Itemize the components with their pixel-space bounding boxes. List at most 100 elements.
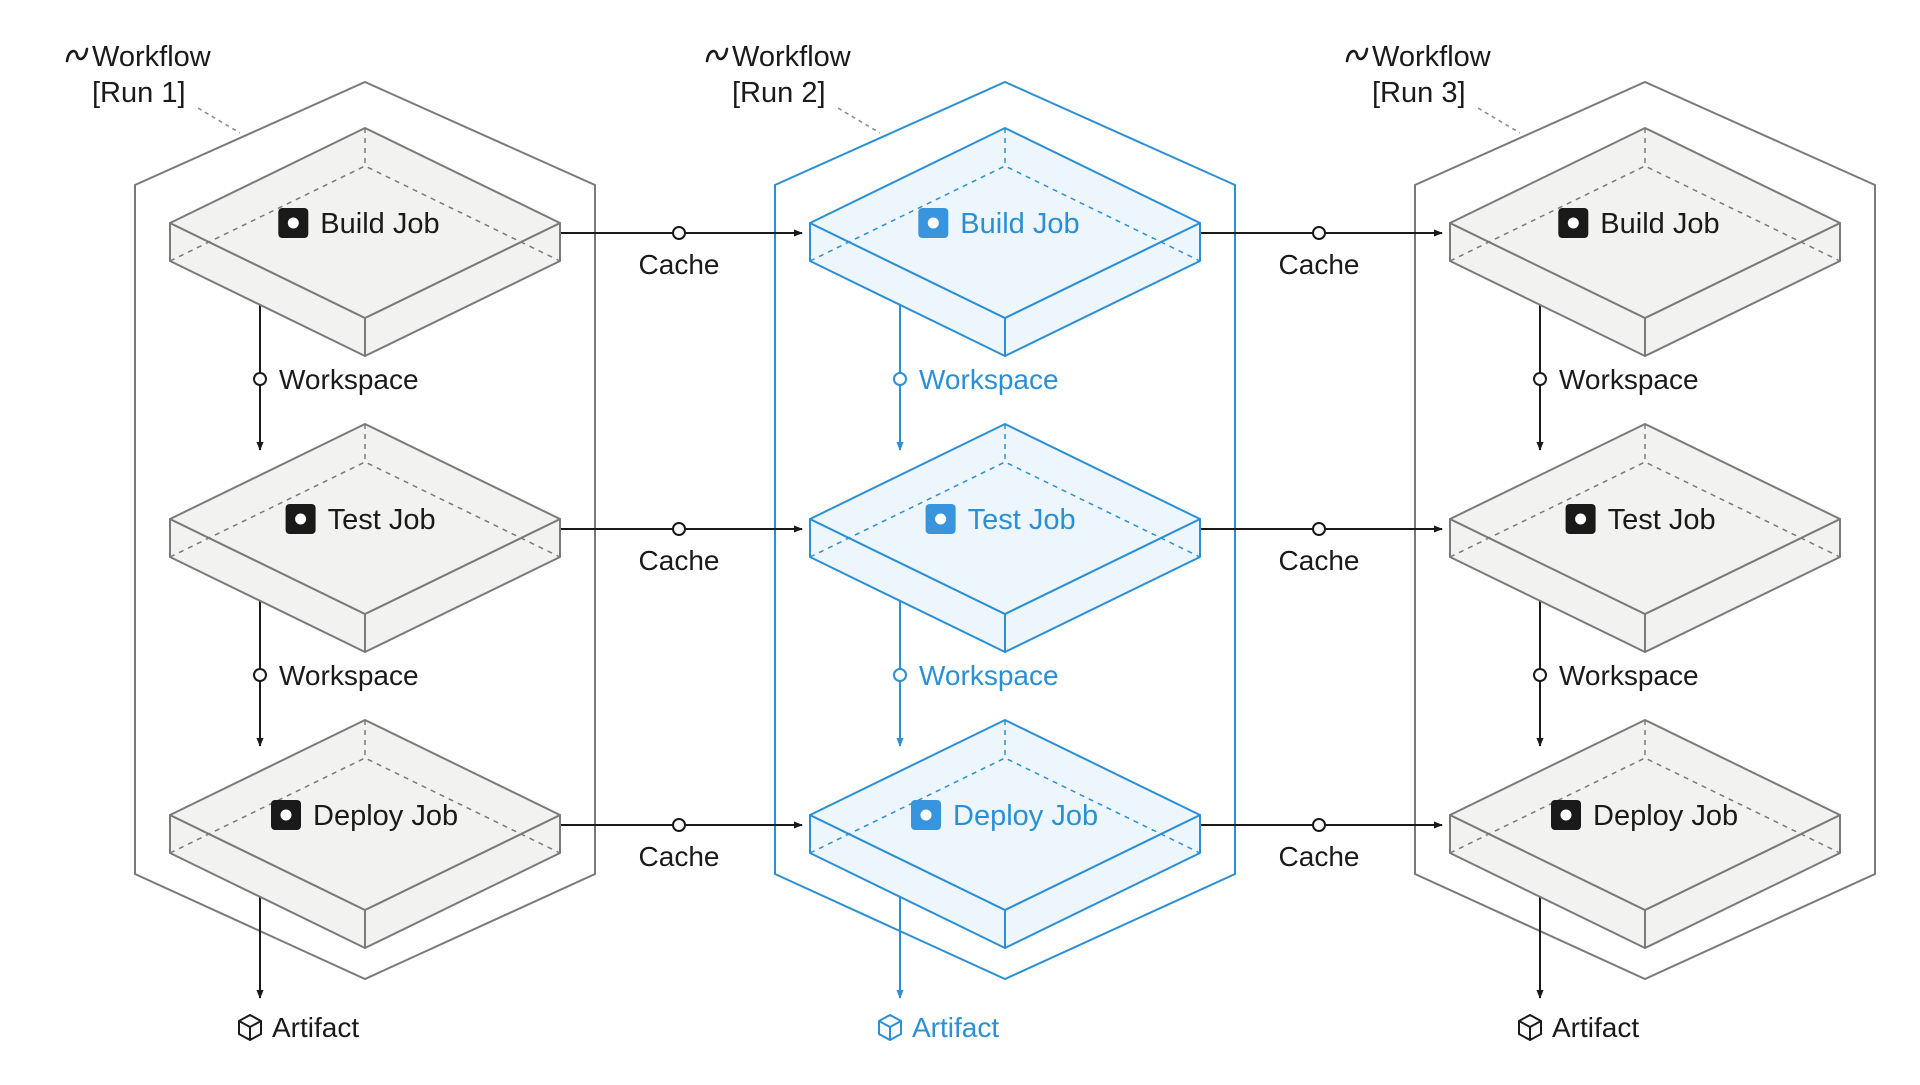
cache-label: Cache [639, 249, 720, 280]
workspace-label: Workspace [1559, 660, 1699, 691]
job-slab-top [809, 127, 1201, 319]
job-slab: Test Job [809, 423, 1201, 653]
workflow-run-2: Workflow[Run 2]WorkspaceWorkspaceArtifac… [705, 41, 1236, 1043]
job-slab-hidden-edge [809, 461, 1201, 558]
job-label: Build Job [1600, 208, 1719, 240]
connector-circle-icon [1533, 668, 1547, 682]
job-icon-dot [287, 217, 299, 229]
job-slab-hidden-edge [169, 461, 561, 558]
connector-circle-icon [672, 522, 686, 536]
job-slab-top [169, 719, 561, 911]
cache-link: Cache [1201, 818, 1443, 872]
artifact-cube-icon [1518, 1014, 1542, 1041]
cache-link: Cache [561, 522, 803, 576]
job-slab: Test Job [169, 423, 561, 653]
job-icon-dot [1575, 513, 1587, 525]
connector-circle-icon [1533, 372, 1547, 386]
job-label: Test Job [328, 504, 436, 536]
job-slab-hidden-edge [809, 757, 1201, 854]
workflow-title: Workflow [1372, 41, 1492, 73]
workflow-run-1: Workflow[Run 1]WorkspaceWorkspaceArtifac… [65, 41, 596, 1043]
job-icon-dot [1567, 217, 1579, 229]
cache-link: Cache [1201, 522, 1443, 576]
title-leader-line [837, 107, 881, 134]
artifact-cube-shape [238, 1014, 262, 1041]
title-leader-line [1477, 107, 1521, 134]
workflow-container [134, 80, 596, 981]
workspace-label: Workspace [279, 364, 419, 395]
job-label: Deploy Job [313, 800, 458, 832]
workspace-label: Workspace [279, 660, 419, 691]
workflow-run-3: Workflow[Run 3]WorkspaceWorkspaceArtifac… [1345, 41, 1876, 1043]
job-square-icon [1558, 208, 1589, 238]
job-square-icon [1565, 504, 1596, 534]
workflow-title: Workflow [92, 41, 212, 73]
workflow-squiggle-icon [65, 47, 89, 63]
job-slab-hidden-edge [169, 165, 561, 262]
job-square-icon [925, 504, 956, 534]
cache-label: Cache [639, 545, 720, 576]
job-slab: Test Job [1449, 423, 1841, 653]
job-slab-hidden-edge [1449, 757, 1841, 854]
artifact-cube-shape [878, 1014, 902, 1041]
artifact-label: Artifact [272, 1012, 359, 1043]
workflow-container [1414, 80, 1876, 981]
job-label: Deploy Job [1593, 800, 1738, 832]
connector-circle-icon [672, 818, 686, 832]
workflow-container [774, 80, 1236, 981]
workflow-squiggle-icon [705, 47, 729, 63]
job-slab: Deploy Job [809, 719, 1201, 949]
job-square-icon [271, 800, 301, 830]
workspace-label: Workspace [1559, 364, 1699, 395]
cache-label: Cache [639, 841, 720, 872]
workflow-run-label: [Run 3] [1372, 77, 1466, 109]
job-slab-top [1449, 719, 1841, 911]
job-icon-dot [295, 513, 307, 525]
job-label: Build Job [320, 208, 439, 240]
job-label: Build Job [960, 208, 1079, 240]
connector-circle-icon [1312, 226, 1326, 240]
workflow-run-label: [Run 2] [732, 77, 826, 109]
connector-circle-icon [253, 372, 267, 386]
connector-circle-icon [893, 668, 907, 682]
cache-link: Cache [561, 818, 803, 872]
artifact-label: Artifact [912, 1012, 999, 1043]
job-slab-top [1449, 423, 1841, 615]
job-slab-top [1449, 127, 1841, 319]
cache-link: Cache [1201, 226, 1443, 280]
job-slab-top [809, 719, 1201, 911]
workflow-run-label: [Run 1] [92, 77, 186, 109]
job-slab-hidden-edge [809, 165, 1201, 262]
cache-label: Cache [1279, 545, 1360, 576]
job-icon-dot [280, 809, 292, 821]
cache-label: Cache [1279, 249, 1360, 280]
job-slab-hidden-edge [1449, 165, 1841, 262]
job-square-icon [1551, 800, 1581, 830]
connector-circle-icon [672, 226, 686, 240]
job-icon-dot [935, 513, 947, 525]
cache-link: Cache [561, 226, 803, 280]
connector-circle-icon [893, 372, 907, 386]
job-slab: Deploy Job [1449, 719, 1841, 949]
job-slab: Deploy Job [169, 719, 561, 949]
job-slab: Build Job [809, 127, 1201, 357]
job-icon-dot [920, 809, 932, 821]
job-square-icon [911, 800, 941, 830]
job-icon-dot [1560, 809, 1572, 821]
connector-circle-icon [253, 668, 267, 682]
workflow-title: Workflow [732, 41, 852, 73]
job-label: Test Job [968, 504, 1076, 536]
job-label: Test Job [1608, 504, 1716, 536]
artifact-label: Artifact [1552, 1012, 1639, 1043]
job-square-icon [918, 208, 949, 238]
job-slab-top [809, 423, 1201, 615]
job-slab: Build Job [1449, 127, 1841, 357]
job-slab-top [169, 423, 561, 615]
job-slab-hidden-edge [169, 757, 561, 854]
job-slab: Build Job [169, 127, 561, 357]
job-label: Deploy Job [953, 800, 1098, 832]
connector-circle-icon [1312, 522, 1326, 536]
connector-circle-icon [1312, 818, 1326, 832]
